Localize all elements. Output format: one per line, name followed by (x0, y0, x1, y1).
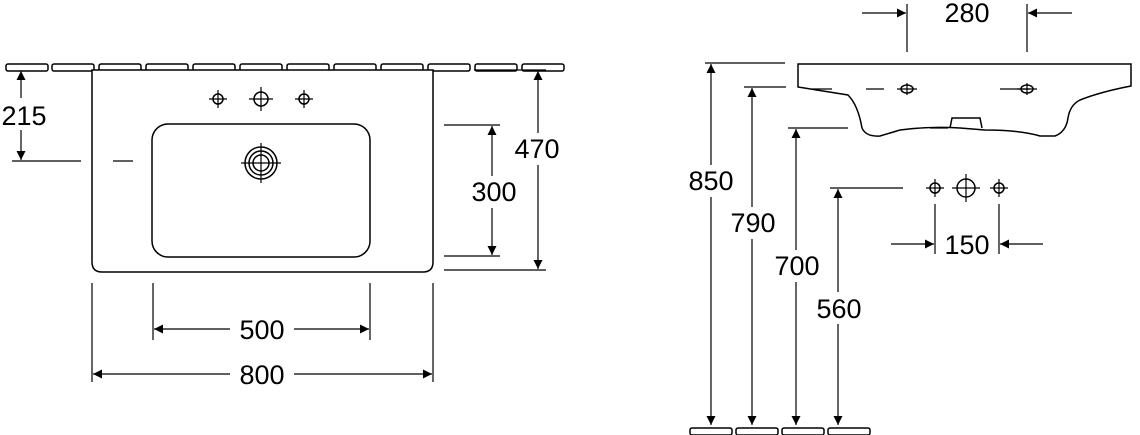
tap-hole-icon (990, 179, 1008, 197)
basin-side-profile (797, 63, 1132, 137)
dim-tap-spacing-inner: 150 (944, 230, 989, 260)
dim-bowl-depth: 300 (471, 177, 516, 207)
top-view: 215 300 470 500 800 (0, 63, 566, 390)
tap-hole-icon (897, 83, 917, 95)
dim-height-rim: 850 (688, 166, 733, 196)
dim-tap-spacing-outer: 280 (944, 0, 989, 28)
dim-overall-depth: 470 (514, 134, 559, 164)
bowl-outline (151, 123, 371, 258)
tap-hole-icon (209, 90, 227, 108)
floor-hatch-icon (689, 427, 871, 435)
dim-height-top: 790 (730, 208, 775, 238)
dim-tap-offset: 215 (1, 101, 46, 131)
dim-height-bottom: 700 (774, 251, 819, 281)
dim-overall-width: 800 (239, 360, 284, 390)
tap-hole-icon (952, 174, 980, 202)
side-view: 280 850 790 700 560 (682, 0, 1132, 435)
tap-hole-icon (249, 87, 273, 111)
dim-bowl-width: 500 (239, 315, 284, 345)
drain-icon (241, 143, 281, 183)
tap-hole-icon (926, 179, 944, 197)
tap-hole-icon (295, 90, 313, 108)
dim-height-connection: 560 (816, 294, 861, 324)
tap-hole-icon (1017, 83, 1037, 95)
